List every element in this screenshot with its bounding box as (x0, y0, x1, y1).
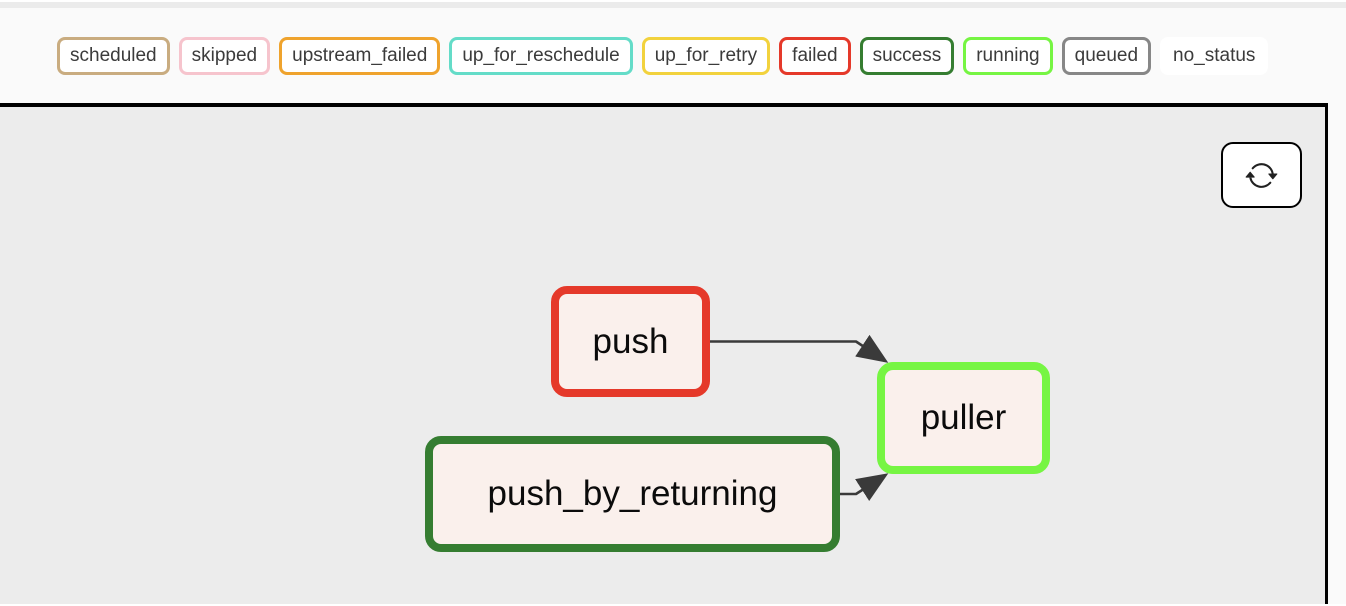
legend-badge-failed: failed (779, 36, 851, 75)
main-row: push push_by_returning puller (0, 103, 1346, 604)
task-node-label: push (592, 321, 669, 361)
task-node-push_by_returning[interactable]: push_by_returning (425, 436, 840, 552)
task-node-label: push_by_returning (487, 474, 778, 513)
task-node-label: puller (920, 398, 1007, 437)
legend-badge-success: success (859, 36, 955, 75)
legend-badge-skipped: skipped (178, 36, 271, 75)
legend-badge-queued: queued (1061, 36, 1152, 75)
top-divider (0, 2, 1346, 8)
refresh-button[interactable] (1221, 142, 1302, 208)
legend-badge-no_status: no_status (1160, 36, 1269, 75)
legend-badge-up_for_reschedule: up_for_reschedule (449, 36, 633, 75)
task-node-puller[interactable]: puller (877, 362, 1050, 474)
refresh-icon (1245, 159, 1278, 192)
legend-badge-running: running (963, 36, 1053, 75)
right-gutter (1328, 103, 1346, 604)
edge-push_by_returning-to-puller (840, 473, 889, 501)
edge-push-to-puller (710, 334, 889, 363)
legend-badge-scheduled: scheduled (57, 36, 170, 75)
task-node-push[interactable]: push (551, 286, 710, 397)
legend-badge-upstream_failed: upstream_failed (279, 36, 441, 75)
dag-graph-panel: push push_by_returning puller (0, 103, 1328, 604)
legend-badge-up_for_retry: up_for_retry (641, 36, 771, 75)
